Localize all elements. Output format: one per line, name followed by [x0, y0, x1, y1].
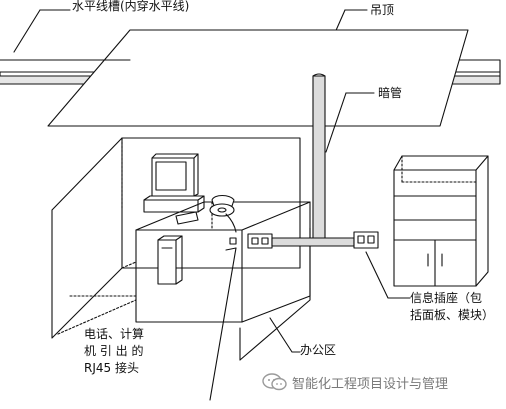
wechat-icon	[262, 373, 287, 391]
partition-outlet	[247, 233, 273, 249]
rj45-label-line1: 电话、计算	[84, 327, 145, 341]
computer-monitor	[143, 153, 205, 213]
rj45-leader-line	[209, 247, 237, 401]
outlet-label-line1: 信息插座（包	[410, 291, 483, 305]
rj45-label: 电话、计算 机 引 出 的 RJ45 接头	[84, 326, 144, 377]
office-area-leader-line	[269, 317, 301, 353]
watermark: 智能化工程项目设计与管理	[262, 372, 448, 392]
keyboard	[175, 211, 199, 225]
pc-tower	[157, 235, 183, 285]
cabinet	[393, 155, 489, 287]
information-outlet	[353, 231, 379, 249]
suspended-ceiling	[47, 29, 469, 127]
office-area-label: 办公区	[300, 343, 337, 357]
information-outlet-label: 信息插座（包 括面板、模块）	[410, 290, 494, 324]
outlet-leader-line	[365, 251, 411, 299]
conduit-label: 暗管	[378, 86, 403, 100]
outlet-label-line2: 括面板、模块）	[410, 308, 495, 322]
horizontal-tray-label: 水平线槽(内穿水平线)	[72, 0, 190, 13]
desk-outlet	[229, 237, 237, 245]
conduit-leader-line	[325, 92, 347, 153]
rj45-label-line2: 机 引 出 的	[84, 344, 144, 358]
telephone	[209, 194, 237, 233]
office-cubicle	[51, 137, 311, 361]
rj45-label-line3: RJ45 接头	[84, 361, 139, 375]
watermark-text: 智能化工程项目设计与管理	[292, 376, 449, 392]
conduit-pipe	[312, 73, 326, 243]
tray-leader-line	[13, 9, 41, 53]
horizontal-conduit	[271, 237, 355, 247]
ceiling-label: 吊顶	[370, 3, 395, 17]
